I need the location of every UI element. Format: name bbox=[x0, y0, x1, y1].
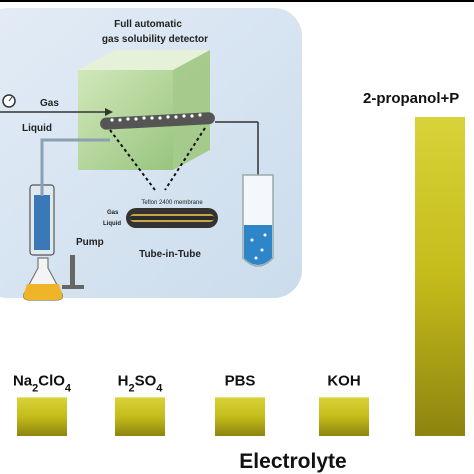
gas-label: Gas bbox=[40, 98, 59, 109]
tube-channel bbox=[100, 112, 215, 130]
membrane-label: Teflon 2400 membrane bbox=[141, 200, 203, 206]
bar-label-0: Na2ClO4 bbox=[13, 372, 72, 394]
bar-0 bbox=[17, 397, 67, 436]
bars-group bbox=[17, 117, 465, 436]
bar-labels-group: Na2ClO4 H2SO4 PBS KOH 2-propanol+P bbox=[13, 90, 459, 394]
pump-label: Pump bbox=[76, 237, 104, 248]
detector-cube bbox=[78, 50, 210, 170]
inset-title-line1: Full automatic bbox=[114, 19, 182, 30]
pump-icon bbox=[29, 180, 84, 289]
bar-3 bbox=[319, 397, 369, 436]
bar-label-4: 2-propanol+P bbox=[363, 90, 459, 107]
inset-diagram: Full automatic gas solubility detector G… bbox=[0, 8, 302, 301]
bar-2 bbox=[215, 397, 265, 436]
tube-gas-label: Gas bbox=[107, 210, 119, 216]
test-tube-icon bbox=[242, 174, 274, 267]
liquid-label: Liquid bbox=[22, 123, 52, 134]
bar-label-3: KOH bbox=[327, 372, 360, 389]
bar-label-1: H2SO4 bbox=[118, 372, 164, 394]
flask-icon bbox=[23, 257, 63, 301]
inset-title-line2: gas solubility detector bbox=[102, 34, 208, 45]
bar-1 bbox=[115, 397, 165, 436]
tube-in-tube-label: Tube-in-Tube bbox=[139, 249, 201, 260]
pressure-gauge-icon bbox=[2, 94, 16, 108]
bar-label-2: PBS bbox=[225, 372, 256, 389]
bar-4 bbox=[415, 117, 465, 436]
tube-liquid-label: Liquid bbox=[103, 221, 121, 227]
x-axis-title: Electrolyte bbox=[239, 450, 346, 473]
